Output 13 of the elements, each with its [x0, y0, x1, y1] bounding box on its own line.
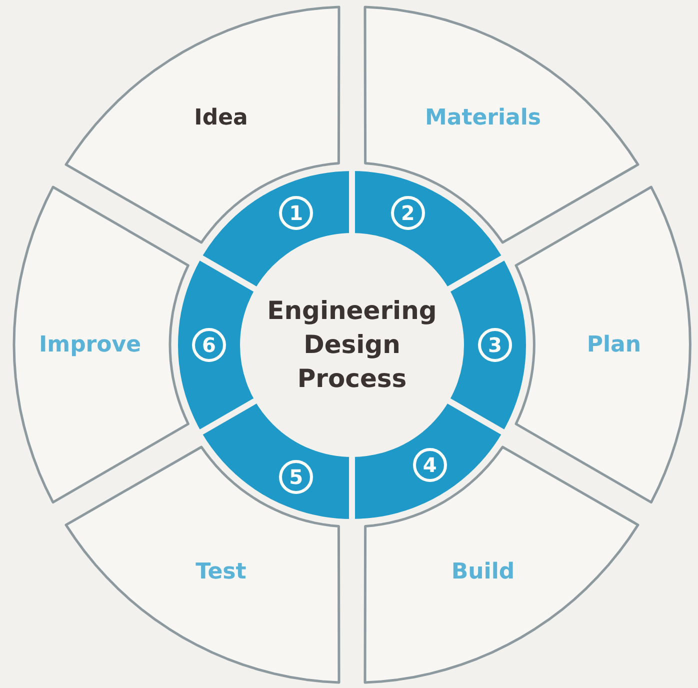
cycle-segment	[12, 185, 190, 505]
segment-label: Improve	[38, 332, 142, 358]
center-title: Engineering Design Process	[267, 295, 437, 395]
cycle-segment	[514, 185, 692, 505]
cycle-segment	[64, 5, 342, 245]
cycle-segment	[362, 5, 640, 245]
segment-label: Test	[196, 559, 246, 584]
segment-label: Build	[451, 559, 515, 584]
cycle-segment	[362, 445, 640, 685]
segment-label: Idea	[194, 106, 248, 131]
segment-label: Materials	[424, 106, 542, 131]
segment-label: Plan	[586, 332, 642, 358]
cycle-segment	[64, 445, 342, 685]
